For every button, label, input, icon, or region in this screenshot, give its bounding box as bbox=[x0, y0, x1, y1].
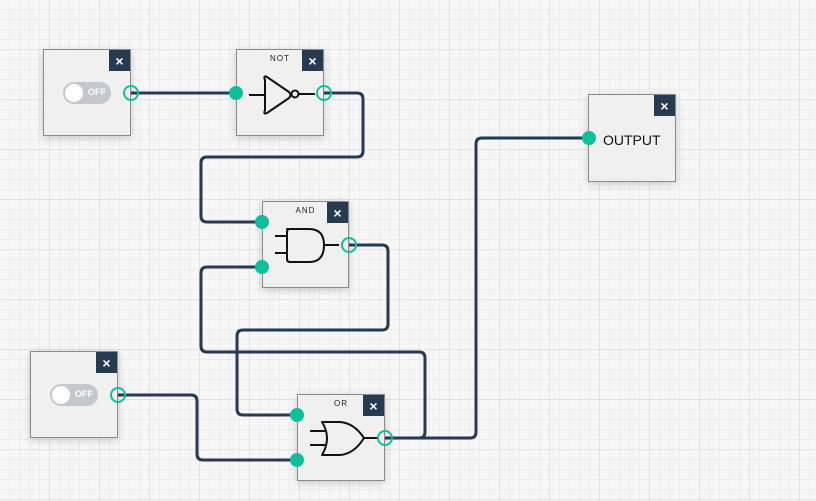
toggle-switch[interactable]: OFF bbox=[50, 384, 98, 406]
switch-node-1[interactable]: × OFF bbox=[43, 49, 131, 136]
and-input-pin-1[interactable] bbox=[255, 215, 269, 229]
wire-or-to-output[interactable] bbox=[383, 136, 591, 440]
close-icon: × bbox=[115, 52, 124, 69]
close-button[interactable]: × bbox=[302, 50, 323, 71]
or-output-pin[interactable] bbox=[377, 430, 393, 446]
wire-and-to-or[interactable] bbox=[235, 243, 390, 417]
not-input-pin[interactable] bbox=[229, 86, 243, 100]
switch2-output-pin[interactable] bbox=[110, 387, 126, 403]
and-gate-icon bbox=[275, 228, 339, 263]
or-gate-node[interactable]: OR × bbox=[297, 394, 385, 481]
wire-switch2-to-or[interactable] bbox=[116, 393, 299, 462]
not-gate-icon bbox=[249, 75, 315, 115]
gate-title: OR bbox=[334, 399, 348, 408]
toggle-switch[interactable]: OFF bbox=[63, 82, 111, 104]
toggle-knob bbox=[52, 386, 70, 404]
output-label: OUTPUT bbox=[603, 132, 661, 148]
or-input-pin-2[interactable] bbox=[290, 453, 304, 467]
close-button[interactable]: × bbox=[96, 352, 117, 373]
close-icon: × bbox=[308, 52, 317, 69]
close-icon: × bbox=[369, 397, 378, 414]
wire-not-to-and[interactable] bbox=[199, 91, 365, 224]
wire-or-to-and[interactable] bbox=[199, 265, 427, 440]
close-button[interactable]: × bbox=[327, 202, 348, 223]
or-input-pin-1[interactable] bbox=[290, 408, 304, 422]
output-node[interactable]: × OUTPUT bbox=[588, 94, 676, 182]
and-input-pin-2[interactable] bbox=[255, 260, 269, 274]
toggle-state-label: OFF bbox=[88, 87, 106, 97]
close-icon: × bbox=[660, 97, 669, 114]
gate-title: AND bbox=[295, 206, 316, 215]
output-input-pin[interactable] bbox=[582, 131, 596, 145]
close-icon: × bbox=[333, 204, 342, 221]
close-button[interactable]: × bbox=[109, 50, 130, 71]
and-gate-node[interactable]: AND × bbox=[262, 201, 349, 288]
or-gate-icon bbox=[310, 421, 378, 456]
not-output-pin[interactable] bbox=[316, 85, 332, 101]
toggle-state-label: OFF bbox=[75, 389, 93, 399]
and-output-pin[interactable] bbox=[341, 237, 357, 253]
close-button[interactable]: × bbox=[363, 395, 384, 416]
close-icon: × bbox=[102, 354, 111, 371]
close-button[interactable]: × bbox=[654, 95, 675, 116]
switch-node-2[interactable]: × OFF bbox=[30, 351, 118, 438]
switch1-output-pin[interactable] bbox=[123, 85, 139, 101]
gate-title: NOT bbox=[270, 54, 290, 63]
toggle-knob bbox=[65, 84, 83, 102]
not-gate-node[interactable]: NOT × bbox=[236, 49, 324, 136]
